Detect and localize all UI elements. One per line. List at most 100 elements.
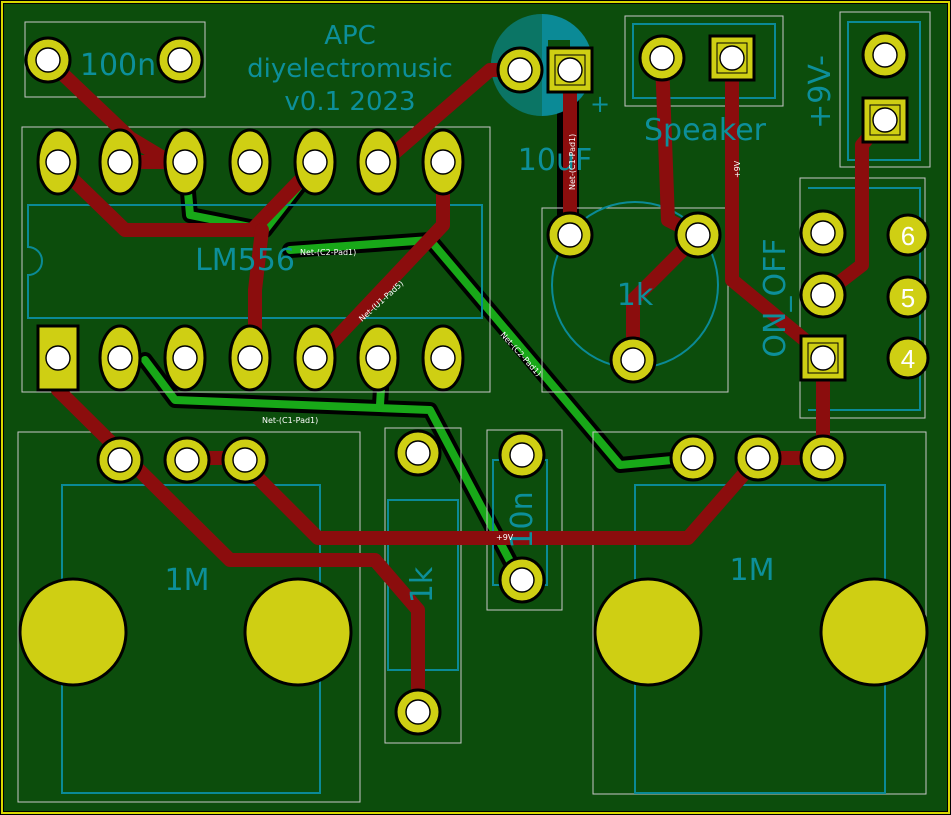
svg-text:+9V: +9V	[182, 465, 193, 471]
svg-text:3: 3	[820, 446, 827, 459]
r1k-label: 1k	[405, 566, 440, 603]
switch-side-number-4: 4	[901, 344, 915, 374]
u1-label: LM556	[195, 243, 295, 278]
u1-lm556-pad-2: 2	[98, 324, 142, 392]
u1-lm556-pad-12: 12	[163, 128, 207, 196]
pot1m-right-label: 1M	[730, 553, 775, 588]
r-1k-pad-2: 2	[394, 429, 442, 477]
pot-1m-right-pad-1: 1	[669, 434, 717, 482]
svg-text:1: 1	[729, 46, 736, 59]
u1-lm556-pad-9: 9	[356, 128, 400, 196]
pot1m-left-mount-left	[18, 577, 128, 687]
speaker-pad-2: 2	[638, 34, 686, 82]
silkscreen-text: APC diyelectromusic v0.1 2023 100n LM556…	[80, 21, 838, 603]
svg-text:1: 1	[567, 58, 574, 71]
u1-lm556-pad-14: 14 +9V	[36, 128, 80, 196]
u1-lm556-pad-11: 11	[228, 128, 272, 196]
pot-1k-pad-2: 2	[609, 336, 657, 384]
copper-pour	[4, 4, 947, 811]
u1-lm556-pad-1: 1	[36, 324, 80, 392]
pot1m-left-silk	[61, 484, 321, 794]
r-1k-pad-1: 1	[394, 688, 442, 736]
switch-side-number-5: 5	[901, 283, 915, 313]
svg-text:+9V: +9V	[240, 465, 251, 471]
u1-lm556-pad-13: 13	[98, 128, 142, 196]
svg-text:14: 14	[51, 150, 65, 163]
pot-1m-left-pad-1: 1	[96, 436, 144, 484]
battery-silk	[847, 21, 921, 161]
pot1m-left-mount-right	[243, 577, 353, 687]
svg-text:1: 1	[415, 700, 422, 713]
pot-1m-right-pad-3: 3+9V	[799, 434, 847, 482]
pot1m-left-courtyard	[17, 431, 361, 803]
battery-pad-1: 1	[861, 96, 909, 144]
pot1m-right-silk	[634, 484, 886, 794]
speaker-silk	[632, 23, 776, 99]
pot1m-right-mount-left	[593, 577, 703, 687]
svg-text:1: 1	[117, 448, 124, 461]
trace-label-plus9v-v: +9V	[733, 160, 742, 178]
svg-text:+9V: +9V	[727, 63, 738, 69]
battery-label: +9V-	[803, 55, 838, 129]
pot1m-left-label: 1M	[165, 563, 210, 598]
pot-1m-left-pad-2: 2 +9V	[163, 436, 211, 484]
svg-text:3: 3	[242, 448, 249, 461]
svg-text:10: 10	[308, 150, 322, 163]
svg-text:+9V: +9V	[818, 363, 829, 369]
battery-courtyard	[839, 11, 931, 168]
c-10uf-pad-1: 1	[546, 46, 594, 94]
svg-text:13: 13	[113, 150, 127, 163]
pot1k-label: 1k	[617, 278, 654, 313]
svg-text:6: 6	[375, 346, 382, 359]
svg-text:11: 11	[243, 150, 257, 163]
u1-lm556-pad-10: 10 +9V	[293, 128, 337, 196]
pot-1m-right-pad-2: 2+9V	[734, 434, 782, 482]
c10n-label: 10n	[505, 491, 540, 548]
svg-text:4: 4	[247, 346, 254, 359]
trace-label-c1-pad1-vertical: Net-(C1-Pad1)	[568, 134, 577, 190]
svg-text:+9V: +9V	[245, 363, 256, 369]
svg-text:1: 1	[567, 223, 574, 236]
svg-text:9: 9	[375, 150, 382, 163]
svg-text:GND: GND	[879, 60, 891, 66]
svg-text:3: 3	[182, 346, 189, 359]
svg-text:GND: GND	[174, 65, 186, 71]
u1-courtyard	[21, 126, 491, 393]
r1k-courtyard	[384, 427, 462, 744]
c100n-label: 100n	[80, 48, 156, 83]
svg-text:2: 2	[882, 43, 889, 56]
red-trace-plus9v-bus	[233, 451, 765, 545]
svg-text:8: 8	[440, 150, 447, 163]
title-line-2: diyelectromusic	[247, 54, 453, 84]
pot-1k-pad-1: 1	[546, 211, 594, 259]
switch-pad-3: 3	[799, 209, 847, 257]
green-trace-c2-pad1-diag	[286, 236, 697, 469]
svg-text:2: 2	[184, 448, 191, 461]
svg-text:2: 2	[519, 443, 526, 456]
c-10n-pad-1: 1	[498, 556, 546, 604]
svg-text:5: 5	[312, 346, 319, 359]
pot1k-courtyard	[541, 207, 729, 393]
svg-text:3: 3	[695, 223, 702, 236]
svg-text:2: 2	[117, 346, 124, 359]
speaker-label: Speaker	[644, 113, 767, 148]
c-10uf-pad-2: 2	[496, 46, 544, 94]
speaker-pad-1: 1 +9V	[708, 34, 756, 82]
u1-body-outline	[27, 204, 483, 319]
speaker-courtyard	[624, 15, 784, 107]
switch-label: ON_OFF	[758, 238, 793, 357]
u1-lm556-pad-6: 6	[356, 324, 400, 392]
pot-1m-left-pad-3: 3 +9V	[221, 436, 269, 484]
pot-mounting-pads	[18, 577, 929, 687]
svg-text:2: 2	[820, 283, 827, 296]
c10uf-label: 10uF	[518, 143, 592, 178]
svg-text:+9V: +9V	[53, 167, 64, 173]
svg-text:+9V: +9V	[310, 167, 321, 173]
